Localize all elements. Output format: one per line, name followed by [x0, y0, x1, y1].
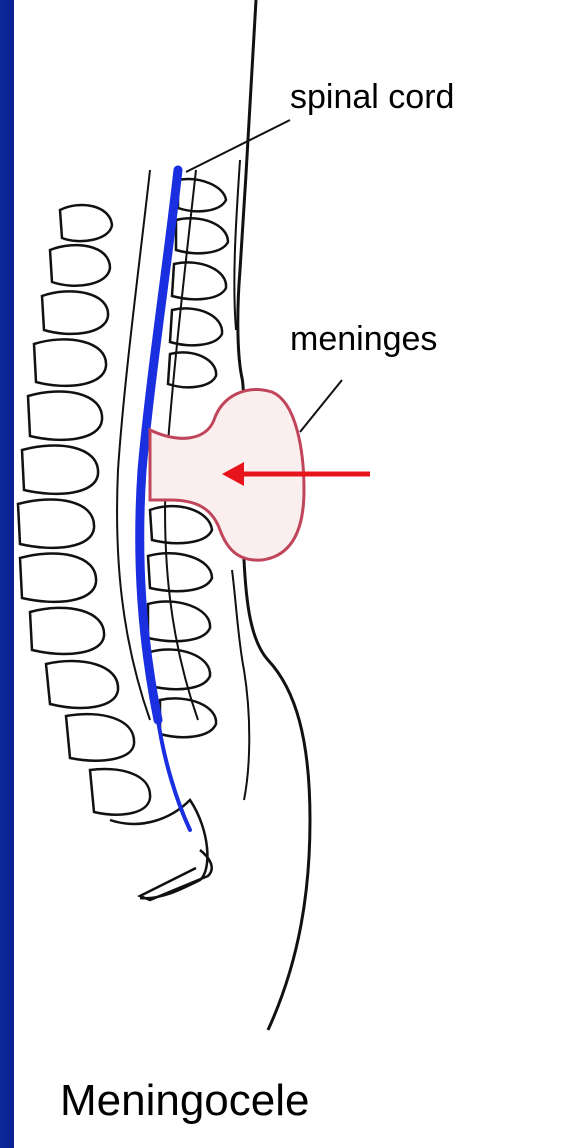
- vertebral-column: [18, 205, 150, 815]
- meninges-label: meninges: [290, 320, 437, 359]
- spinal-cord-leader-line: [186, 120, 290, 172]
- figure-caption: Meningocele: [60, 1076, 310, 1126]
- spinal-cord-label: spinal cord: [290, 78, 454, 117]
- meninges-leader-line: [300, 380, 342, 432]
